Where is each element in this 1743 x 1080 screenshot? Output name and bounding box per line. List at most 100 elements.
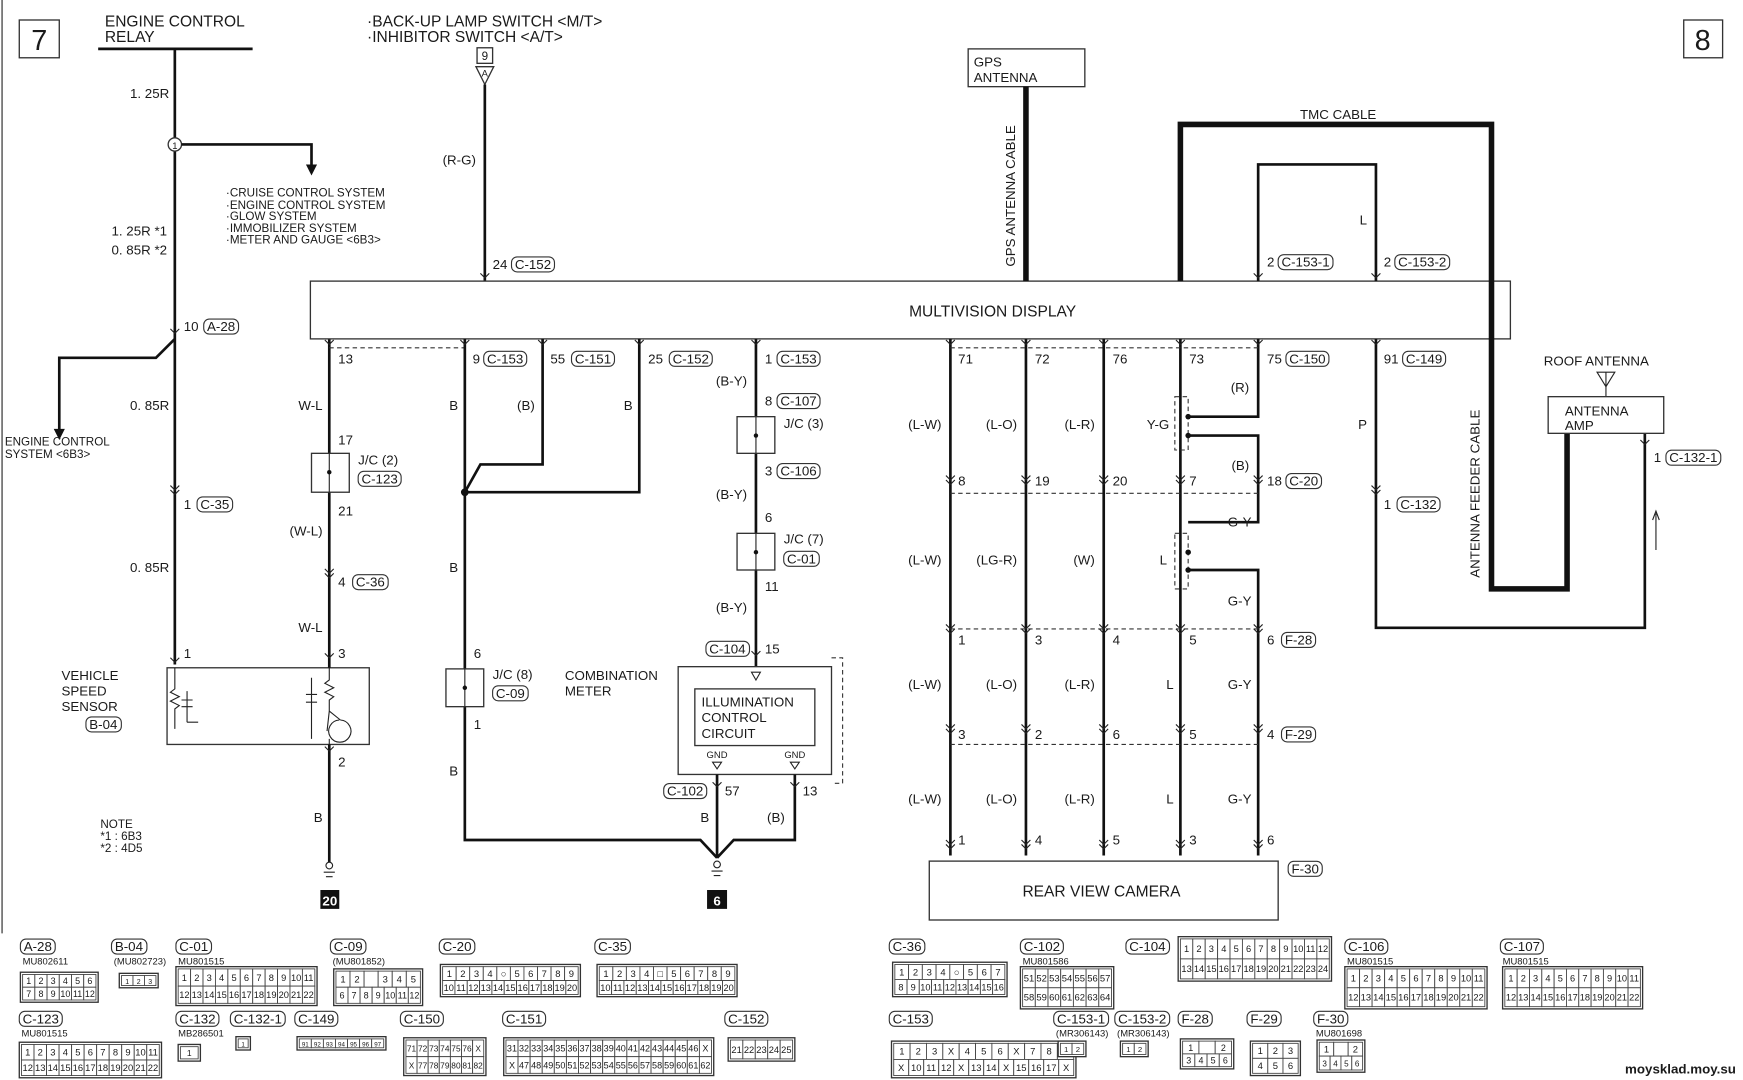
gnd-label: GND — [784, 750, 805, 761]
connector-pin-cell — [1627, 987, 1641, 1008]
connector-ref: C-153-1 — [1282, 255, 1330, 270]
wire-color-label: L — [1166, 791, 1173, 806]
connector-pin-number: ○ — [501, 969, 507, 980]
connector-pin-number: 92 — [314, 1042, 321, 1049]
connector-pin-number: 94 — [338, 1042, 345, 1049]
connector-pin-number: 8 — [113, 1047, 118, 1058]
rear-view-camera-label: REAR VIEW CAMERA — [1022, 884, 1181, 901]
camera-wires — [949, 338, 1260, 856]
wire-color-label: 0. 85R — [130, 560, 169, 575]
connector-pin-number: 24 — [1318, 964, 1328, 974]
connector-pin-number: 2 — [1521, 974, 1526, 984]
connector-pin-number: 3 — [631, 969, 636, 980]
wire-color-label: (L-O) — [986, 791, 1017, 806]
connector-pin-number: 62 — [700, 1060, 710, 1070]
connector-ref-box — [1665, 449, 1722, 466]
gnd-triangle-icon — [711, 761, 801, 770]
connector-pin-cell — [1198, 1040, 1216, 1055]
pin-number: 72 — [1035, 351, 1050, 366]
connector-pin-number: 3 — [207, 973, 212, 983]
connector-pin-number: 6 — [1570, 974, 1575, 984]
pin-number: 8 — [958, 474, 965, 489]
connector-pin-number: 4 — [1388, 973, 1393, 984]
gps-antenna-label: GPS — [974, 55, 1002, 70]
connector-pin-number: 16 — [994, 982, 1004, 992]
connector-chevron-icon — [789, 781, 800, 788]
pin-number: 8 — [765, 394, 772, 409]
connector-chevron-icon — [324, 652, 335, 659]
connector-pin-number: 2 — [1221, 1043, 1226, 1053]
connector-id-label: C-35 — [598, 939, 627, 954]
branch-systems-list: ·CRUISE CONTROL SYSTEM ·ENGINE CONTROL S… — [226, 187, 386, 247]
connector-chevron-icon — [945, 624, 956, 635]
connector-pin-number: 6 — [982, 967, 987, 978]
ground-ref-box — [707, 890, 728, 909]
arrow-down-icon — [305, 164, 318, 176]
connector-pin-number: 12 — [85, 989, 95, 999]
connector-pin-number: 62 — [1075, 993, 1086, 1004]
connector-pin-number: 54 — [1062, 974, 1073, 985]
connector-part-number: MU801586 — [1023, 956, 1069, 967]
connector-pin-number: 15 — [216, 990, 226, 1000]
connector-pin-number: 31 — [507, 1044, 517, 1054]
connector-chevron-icon — [1021, 724, 1031, 735]
connector-id-label: C-09 — [334, 939, 363, 954]
connector-pin-number: 6 — [1413, 973, 1418, 984]
wire-color-label: L — [1360, 212, 1367, 227]
wire-color-label: (B) — [517, 398, 535, 413]
splice-box — [1174, 532, 1189, 590]
connector-chevron-icon — [1175, 339, 1186, 346]
connector-pin-number: ○ — [954, 967, 960, 978]
connector-pin-number: X — [702, 1044, 708, 1054]
connector-pin-number: 5 — [75, 976, 80, 986]
connector-pin-cell — [83, 986, 97, 1001]
connector-pin-cell — [779, 1039, 794, 1060]
connector-ref-box — [1285, 473, 1323, 490]
pin-number: 13 — [803, 784, 818, 799]
connector-chevron-icon — [169, 657, 180, 664]
connector-pin-cell — [698, 1056, 712, 1074]
connector-ref: C-35 — [200, 497, 229, 512]
connector-pin-number: 1 — [899, 967, 904, 978]
connector-pin-number: 15 — [60, 1062, 70, 1073]
connector-pin-number: 5 — [1234, 944, 1239, 954]
connector-chevron-icon — [537, 339, 548, 346]
connector-pin-number: 16 — [73, 1062, 83, 1073]
connector-pin-number: 1 — [1324, 1045, 1329, 1056]
connector-pin-number: 4 — [487, 969, 492, 980]
connector-pin-number: 25 — [781, 1045, 791, 1055]
connector-pin-number: 6 — [1246, 944, 1251, 954]
connector-pin-number: 1 — [241, 1042, 245, 1049]
connector-chevron-icon — [1098, 724, 1109, 735]
connector-pin-number: 39 — [604, 1044, 614, 1054]
connector-pin-number: 56 — [628, 1060, 638, 1070]
connector-pin-number: 20 — [1448, 992, 1458, 1003]
antenna-amp-label-2: AMP — [1565, 418, 1594, 433]
wire-color-label: (L-W) — [908, 552, 941, 567]
connector-pin-number: □ — [657, 969, 663, 980]
connector-pin-number: 12 — [1506, 993, 1516, 1003]
connector-pin-cell — [722, 980, 736, 995]
connector-id-label: C-153-1 — [1057, 1011, 1105, 1026]
connector-ref-box — [1287, 860, 1323, 877]
pin-number: 1 — [474, 717, 481, 732]
connector-pin-number: 11 — [304, 973, 314, 983]
connector-pin-number: 57 — [640, 1060, 650, 1070]
connector-chevron-icon — [1021, 839, 1031, 850]
connector-pin-number: X — [948, 1047, 955, 1058]
ground-icon — [323, 861, 335, 878]
connector-pin-number: 40 — [616, 1044, 626, 1054]
connector-pin-number: 59 — [1036, 993, 1047, 1004]
connector-pin-number: 3 — [474, 969, 479, 980]
antenna-feeder-cable-label: ANTENNA FEEDER CABLE — [1467, 410, 1482, 578]
pin-number: 4 — [1035, 832, 1043, 847]
connector-pin-number: 15 — [981, 982, 991, 992]
backup-lamp-switch-label: ·BACK-UP LAMP SWITCH <M/T> — [367, 14, 602, 31]
wire-color-label: (LG-R) — [976, 552, 1017, 567]
watermark: moysklad.moy.su — [1625, 1061, 1736, 1076]
